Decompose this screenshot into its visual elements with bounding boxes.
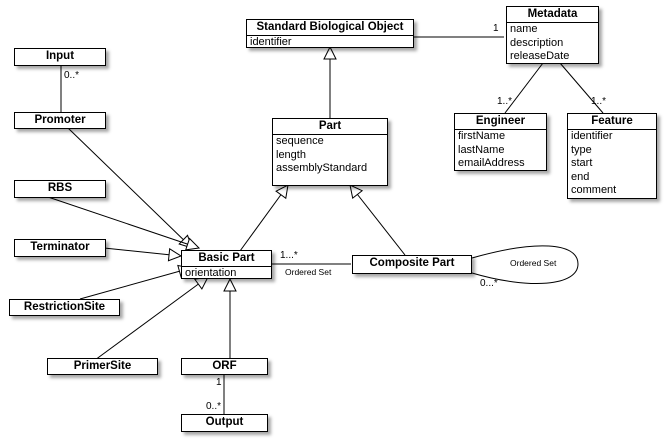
class-standard-biological-object[interactable]: Standard Biological Object identifier	[246, 19, 414, 48]
generalization-compositepart-to-part	[350, 185, 406, 256]
class-name: PrimerSite	[73, 360, 132, 372]
attribute-compartment: name description releaseDate	[507, 22, 598, 64]
role-ordered-set: Ordered Set	[285, 267, 332, 277]
multiplicity-output: 0..*	[206, 401, 222, 412]
class-input[interactable]: Input	[14, 48, 106, 66]
attribute: firstName	[458, 130, 506, 142]
multiplicity-feature: 1..*	[591, 96, 607, 107]
class-name: Feature	[591, 115, 633, 127]
class-output[interactable]: Output	[181, 414, 268, 432]
class-terminator[interactable]: Terminator	[14, 239, 106, 257]
multiplicity-orf: 1	[216, 377, 222, 388]
multiplicity-input: 0..*	[64, 70, 80, 81]
attribute-compartment: sequence length assemblyStandard	[273, 134, 387, 176]
attribute: name	[510, 23, 538, 35]
class-rbs[interactable]: RBS	[14, 180, 106, 198]
generalization-terminator-to-basicpart	[103, 247, 181, 256]
attribute: type	[571, 143, 592, 156]
attribute: sequence	[276, 135, 324, 147]
attribute: length	[276, 148, 306, 161]
attribute: comment	[571, 184, 617, 196]
class-name: RBS	[47, 182, 73, 194]
class-primer-site[interactable]: PrimerSite	[47, 358, 158, 375]
attribute: identifier	[250, 36, 292, 48]
role-ordered-set-self: Ordered Set	[510, 258, 557, 268]
class-name: ORF	[212, 360, 237, 372]
generalization-rbs-to-basicpart	[47, 196, 199, 248]
class-restriction-site[interactable]: RestrictionSite	[9, 299, 120, 316]
attribute: lastName	[458, 143, 505, 156]
class-name: Basic Part	[198, 252, 255, 264]
attribute: start	[571, 157, 593, 169]
class-feature[interactable]: Feature identifier type start end commen…	[567, 113, 657, 199]
attribute: releaseDate	[510, 50, 570, 62]
class-promoter[interactable]: Promoter	[14, 112, 106, 129]
class-name: Engineer	[475, 115, 526, 127]
class-basic-part[interactable]: Basic Part orientation	[181, 250, 272, 279]
generalization-basicpart-to-part	[239, 185, 288, 252]
class-name: Promoter	[34, 114, 86, 126]
class-engineer[interactable]: Engineer firstName lastName emailAddress	[454, 113, 547, 171]
attribute-compartment: firstName lastName emailAddress	[455, 129, 546, 171]
generalization-primersite-to-basicpart	[94, 277, 208, 361]
generalization-promoter-to-basicpart	[67, 127, 192, 248]
class-name: Output	[205, 416, 244, 428]
multiplicity-sbo-metadata: 1	[493, 23, 499, 34]
class-orf[interactable]: ORF	[181, 358, 268, 375]
attribute-compartment: orientation	[182, 266, 271, 281]
attribute-compartment: identifier type start end comment	[568, 129, 656, 198]
class-name: Part	[318, 120, 342, 132]
attribute: description	[510, 36, 564, 49]
generalization-restrictionsite-to-basicpart	[79, 268, 191, 300]
class-name: RestrictionSite	[23, 301, 106, 313]
association-metadata-feature	[559, 62, 604, 114]
multiplicity-basic-part: 1...*	[280, 250, 298, 261]
multiplicity-engineer: 1..*	[497, 96, 513, 107]
class-name: Input	[45, 50, 75, 62]
attribute: emailAddress	[458, 157, 525, 169]
class-name: Terminator	[30, 241, 90, 253]
class-part[interactable]: Part sequence length assemblyStandard	[272, 118, 388, 186]
attribute: assemblyStandard	[276, 162, 368, 174]
association-metadata-engineer	[504, 62, 544, 114]
class-name: Metadata	[527, 8, 578, 20]
attribute: orientation	[185, 267, 237, 279]
class-composite-part[interactable]: Composite Part	[352, 255, 472, 274]
multiplicity-composite-self: 0...*	[480, 278, 498, 289]
association-compositepart-self	[471, 245, 579, 285]
attribute: identifier	[571, 130, 613, 142]
attribute-compartment: identifier	[247, 35, 413, 50]
class-name: Standard Biological Object	[256, 21, 404, 33]
class-name: Composite Part	[369, 257, 455, 269]
class-metadata[interactable]: Metadata name description releaseDate	[506, 6, 599, 64]
attribute: end	[571, 170, 590, 183]
